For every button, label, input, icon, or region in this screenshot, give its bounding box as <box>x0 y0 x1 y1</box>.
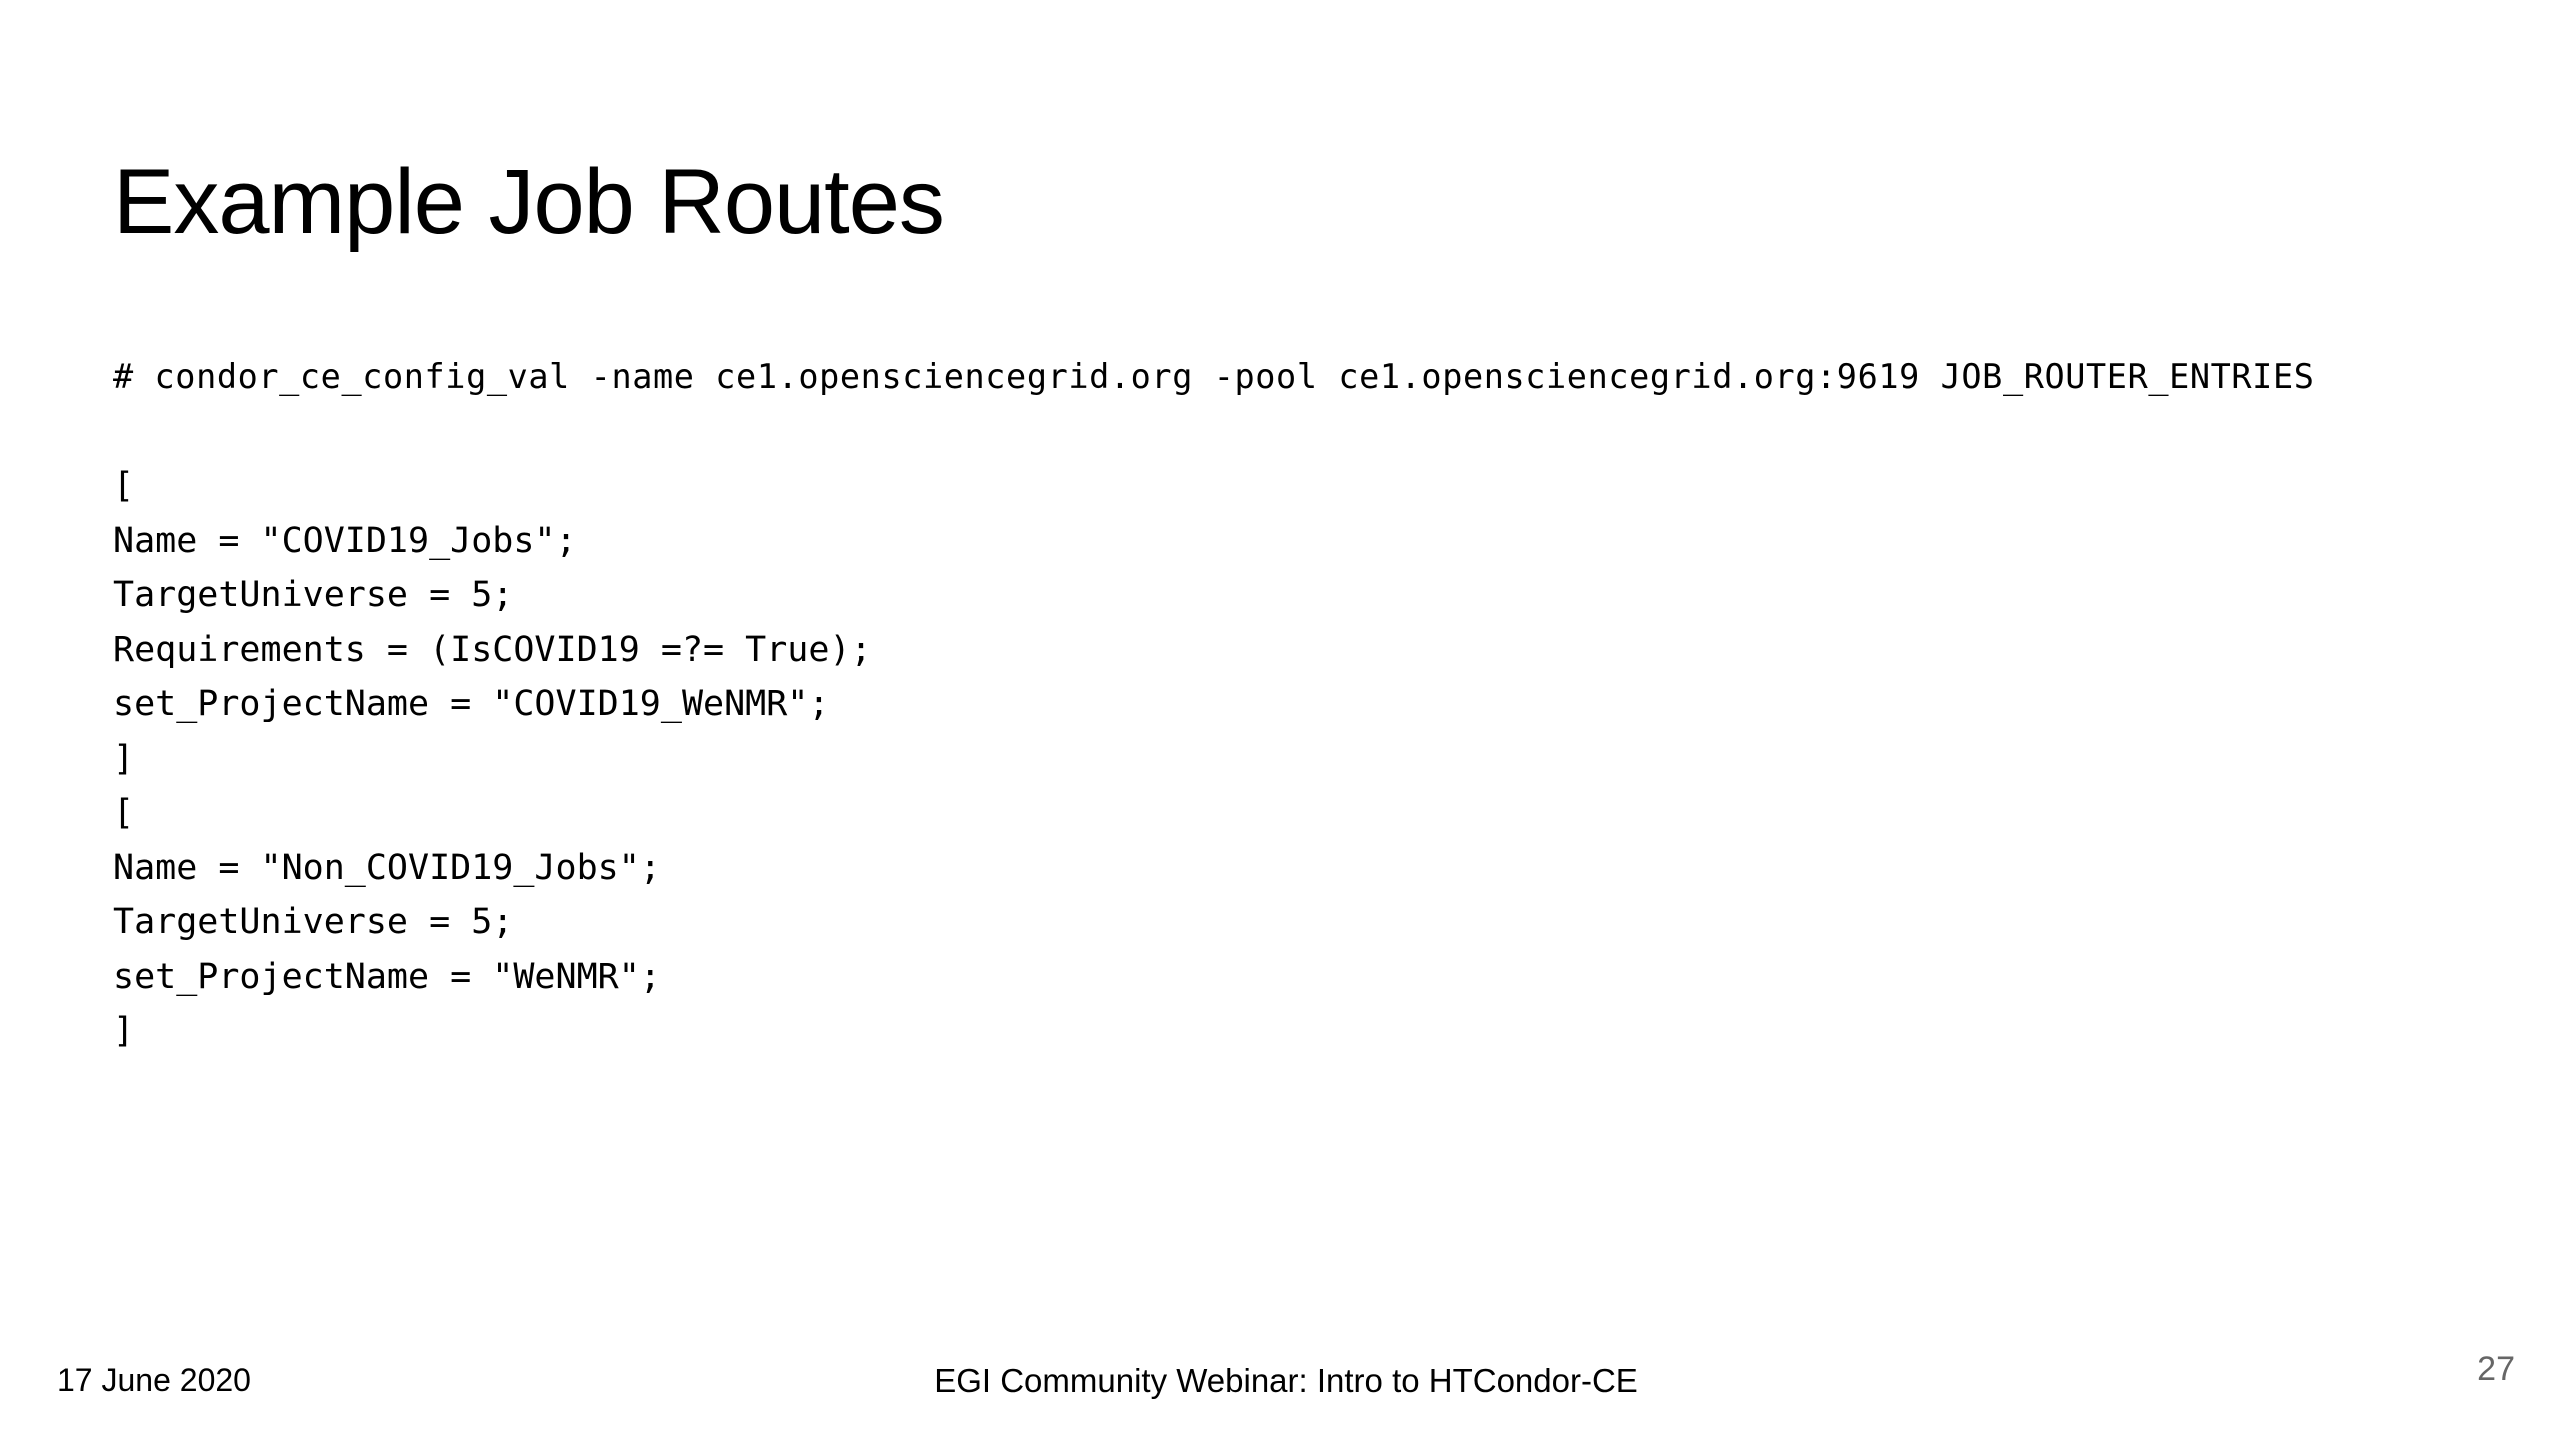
code-line: ] <box>113 1011 135 1051</box>
slide-title: Example Job Routes <box>113 151 945 253</box>
code-line: [ <box>113 466 135 506</box>
code-line: set_ProjectName = "COVID19_WeNMR"; <box>113 684 830 724</box>
code-line: TargetUniverse = 5; <box>113 902 514 942</box>
footer-event-title: EGI Community Webinar: Intro to HTCondor… <box>934 1362 1638 1399</box>
code-block: # condor_ce_config_val -name ce1.opensci… <box>113 350 2314 1059</box>
code-line: [ <box>113 793 135 833</box>
footer-date: 17 June 2020 <box>57 1362 251 1398</box>
code-line: ] <box>113 738 135 779</box>
code-line: TargetUniverse = 5; <box>113 575 514 615</box>
code-line: set_ProjectName = "WeNMR"; <box>113 956 661 997</box>
page-number: 27 <box>2477 1350 2515 1388</box>
config-command: # condor_ce_config_val -name ce1.opensci… <box>113 357 2315 396</box>
code-line: Name = "Non_COVID19_Jobs"; <box>113 847 661 888</box>
code-line: Requirements = (IsCOVID19 =?= True); <box>113 629 872 670</box>
code-line: Name = "COVID19_Jobs"; <box>113 520 577 561</box>
